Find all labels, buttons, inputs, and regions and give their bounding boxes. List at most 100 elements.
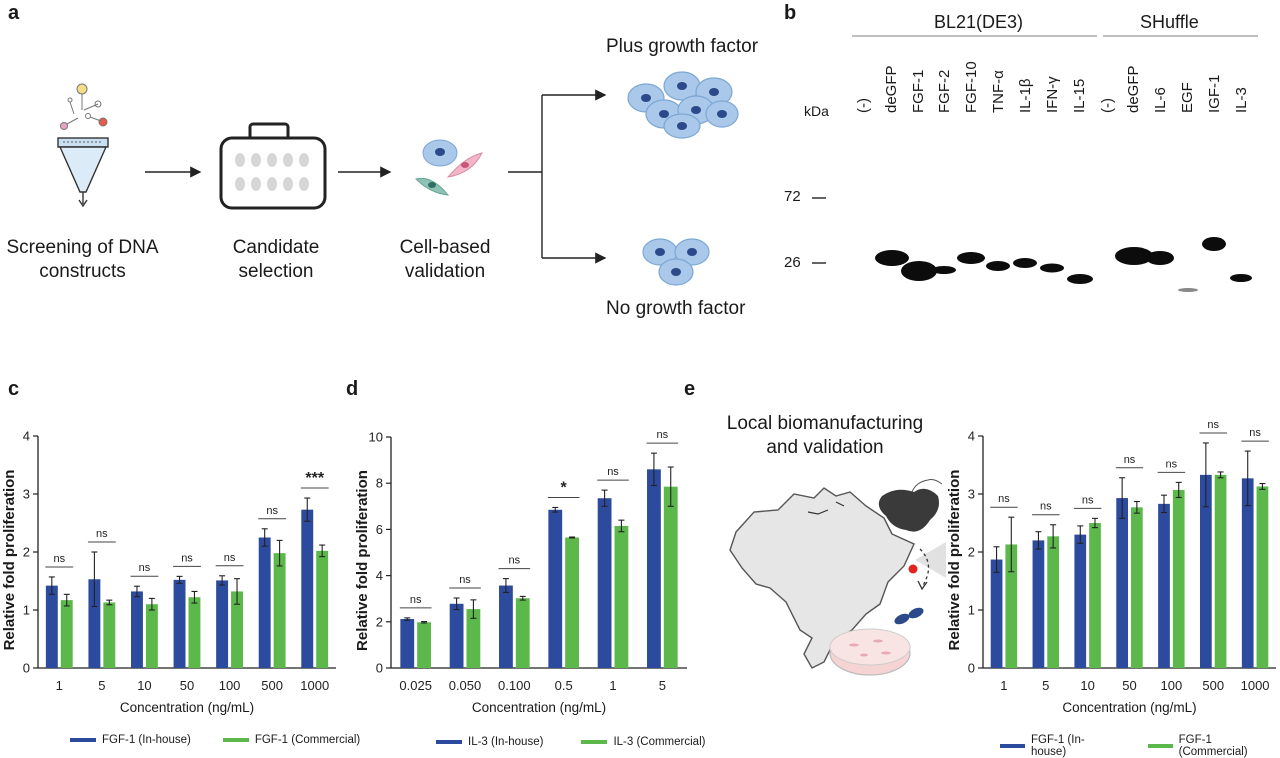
x-tick-label: 0.050: [449, 678, 482, 693]
bar: [1047, 536, 1060, 668]
y-tick-label: 2: [968, 545, 975, 560]
significance-label: ns: [1124, 454, 1136, 466]
gel-group-shuffle: SHuffle: [1140, 12, 1199, 32]
gel-group-bl21: BL21(DE3): [934, 12, 1024, 32]
bar: [145, 604, 158, 668]
bar: [131, 591, 143, 668]
gel-kda-label: kDa: [804, 103, 829, 119]
x-tick-label: 1: [609, 678, 616, 693]
bar: [1032, 540, 1045, 668]
bar: [1074, 534, 1087, 668]
panel-a-label: a: [8, 2, 20, 24]
significance-label: ns: [53, 553, 65, 565]
significance-label: ns: [1166, 458, 1178, 470]
bar: [466, 609, 481, 668]
y-tick-label: 3: [23, 487, 30, 502]
legend-d-inhouse: IL-3 (In-house): [468, 736, 544, 748]
y-tick-label: 6: [376, 522, 383, 537]
legend-d-swatch-commercial: [581, 740, 608, 744]
bar: [1005, 544, 1018, 668]
bar: [60, 600, 73, 668]
y-tick-label: 8: [376, 476, 383, 491]
panel-c-label: c: [8, 378, 20, 400]
x-tick-label: 100: [1161, 678, 1183, 693]
x-tick-label: 5: [659, 678, 666, 693]
legend-e: FGF-1 (In-house) FGF-1 (Commercial): [1000, 734, 1280, 758]
bar: [316, 550, 329, 668]
bar: [301, 509, 314, 668]
significance-label: ns: [1082, 494, 1094, 506]
legend-d: IL-3 (In-house) IL-3 (Commercial): [436, 736, 705, 748]
bar: [45, 585, 58, 668]
bar: [417, 622, 431, 668]
panel-d-label: d: [346, 378, 359, 400]
significance-label: ns: [998, 493, 1010, 505]
x-tick-label: 10: [137, 678, 151, 693]
outcome-minus-label: No growth factor: [606, 298, 746, 319]
bar: [1256, 486, 1269, 668]
cell-cluster-plus-icon: [627, 71, 739, 139]
significance-label: ns: [224, 552, 236, 564]
bar: [449, 603, 464, 668]
significance-label: ns: [657, 429, 669, 441]
significance-label: ns: [181, 552, 193, 564]
bar: [88, 579, 101, 668]
legend-e-commercial: FGF-1 (Commercial): [1178, 734, 1248, 758]
x-tick-label: 5: [1042, 678, 1049, 693]
y-tick-label: 4: [23, 429, 30, 444]
x-tick-label: 1000: [1241, 678, 1270, 693]
bar: [188, 597, 201, 668]
significance-label: ns: [266, 505, 278, 517]
significance-label: ns: [139, 562, 151, 574]
gel-marker-26: 26: [784, 254, 801, 271]
x-tick-label: 100: [219, 678, 241, 693]
legend-c-commercial: FGF-1 (Commercial): [254, 734, 361, 746]
x-tick-label: 0.5: [555, 678, 573, 693]
y-tick-label: 1: [968, 603, 975, 618]
significance-label: ***: [305, 470, 324, 487]
significance-label: ns: [607, 466, 619, 478]
x-tick-label: 1: [1000, 678, 1007, 693]
x-tick-label: 500: [261, 678, 283, 693]
bar: [103, 602, 116, 668]
significance-label: *: [561, 479, 568, 496]
significance-label: ns: [96, 528, 108, 540]
funnel-icon: [57, 83, 109, 208]
x-axis-label: Concentration (ng/mL): [120, 700, 254, 715]
legend-d-commercial: IL-3 (Commercial): [613, 736, 706, 748]
y-tick-label: 4: [376, 568, 383, 583]
x-tick-label: 50: [1122, 678, 1136, 693]
bar: [1158, 503, 1170, 668]
legend-c-swatch-commercial: [222, 738, 249, 742]
bar: [400, 619, 415, 668]
bar: [990, 559, 1003, 668]
legend-c: FGF-1 (In-house) FGF-1 (Commercial): [70, 734, 360, 746]
bar: [173, 579, 186, 668]
y-tick-label: 0: [376, 661, 383, 676]
significance-label: ns: [459, 574, 471, 586]
cells-icon: [415, 139, 483, 196]
y-axis-label: Relative fold proliferation: [946, 470, 963, 651]
gel-marker-72: 72: [784, 188, 801, 205]
x-axis-label: Concentration (ng/mL): [472, 700, 606, 715]
y-tick-label: 2: [23, 545, 30, 560]
cell-cluster-minus-icon: [642, 238, 710, 286]
x-tick-label: 5: [98, 678, 105, 693]
bar: [548, 509, 563, 668]
panel-e-label: e: [684, 378, 696, 400]
bar: [515, 598, 530, 668]
x-tick-label: 1000: [300, 678, 329, 693]
bar: [1116, 498, 1128, 668]
y-tick-label: 4: [968, 429, 975, 444]
legend-c-inhouse: FGF-1 (In-house): [102, 734, 191, 746]
bar: [614, 525, 629, 668]
bar: [1214, 474, 1227, 668]
bar: [647, 469, 661, 668]
y-tick-label: 2: [376, 614, 383, 629]
significance-label: ns: [509, 555, 521, 567]
significance-label: ns: [410, 594, 422, 606]
y-axis-label: Relative fold proliferation: [1, 470, 18, 651]
x-tick-label: 500: [1202, 678, 1224, 693]
bar: [1131, 507, 1143, 668]
